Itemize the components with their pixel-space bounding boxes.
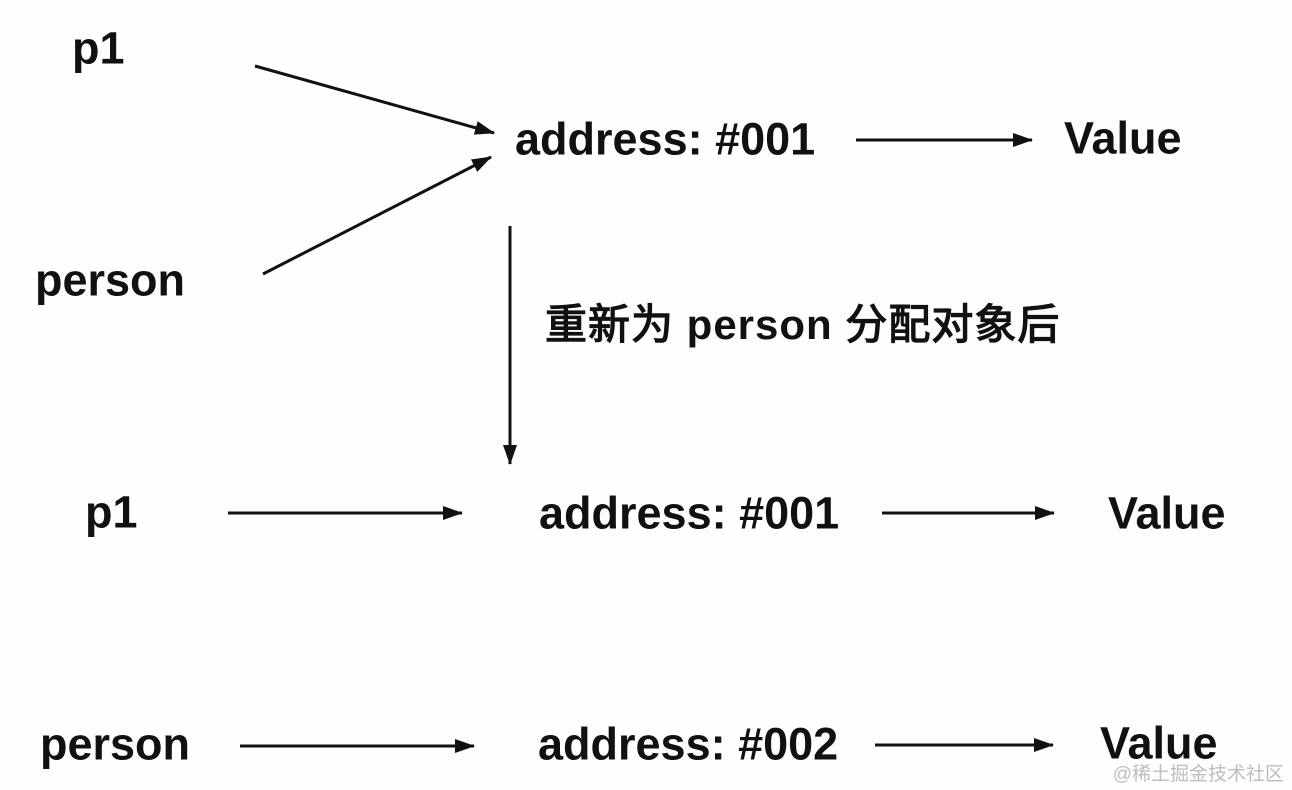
label-p1-before: p1 — [72, 22, 125, 74]
label-value-p1-after: Value — [1108, 487, 1226, 539]
label-address-002-after: address: #002 — [538, 718, 839, 770]
arrow-person-to-address-before — [262, 155, 492, 276]
label-person-after: person — [40, 718, 191, 770]
label-value-person-after: Value — [1100, 717, 1218, 769]
watermark-text: @稀土掘金技术社区 — [1112, 764, 1284, 785]
label-p1-after: p1 — [85, 486, 138, 538]
label-person-before: person — [35, 254, 186, 306]
label-value-before: Value — [1064, 112, 1182, 164]
label-address-001-before: address: #001 — [515, 113, 816, 165]
label-address-001-after: address: #001 — [539, 487, 840, 539]
transition-caption: 重新为 person 分配对象后 — [545, 301, 1061, 349]
arrow-p1-to-address-before — [254, 64, 495, 135]
